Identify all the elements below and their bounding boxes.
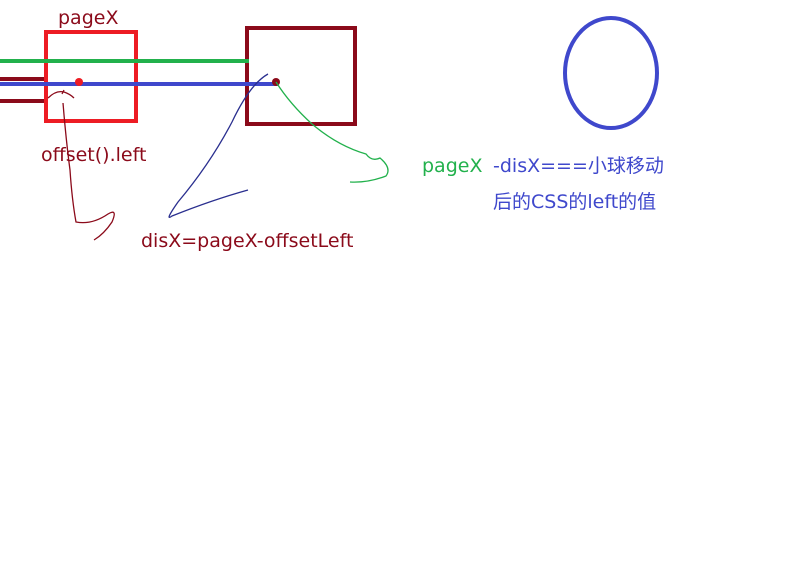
formula-line-1: -disX===小球移动 [493, 155, 664, 177]
pagex-green-label: pageX [422, 155, 483, 177]
pagex-top-label: pageX [58, 7, 119, 29]
original-box [44, 30, 138, 123]
pagex-annotation-stroke [275, 81, 389, 183]
offset-left-label: offset().left [41, 144, 147, 166]
disx-formula-label: disX=pageX-offsetLeft [141, 230, 354, 252]
disx-annotation-stroke [168, 73, 269, 219]
formula-line-2: 后的CSS的left的值 [493, 191, 657, 213]
offset-brace [47, 89, 75, 99]
ball-ellipse [563, 16, 659, 130]
offset-annotation-stroke [62, 102, 115, 241]
moved-box [245, 26, 357, 126]
click-point-original [75, 78, 83, 86]
